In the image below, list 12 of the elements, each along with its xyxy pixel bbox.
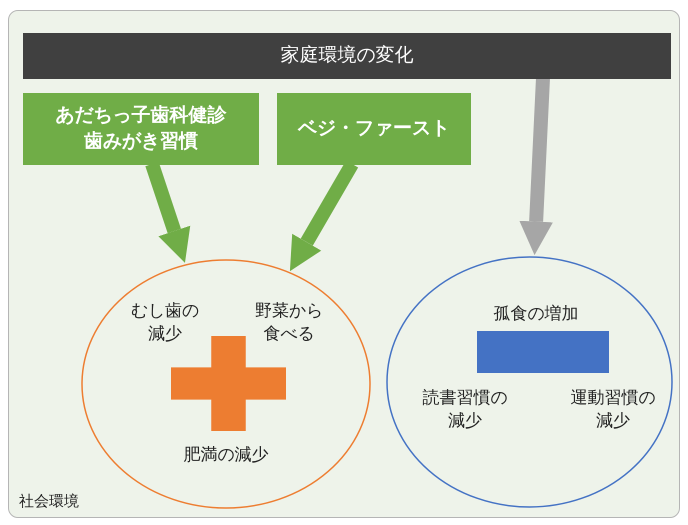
panel-title: 社会環境 <box>19 492 79 511</box>
text-label: 孤食の増加 <box>461 299 611 329</box>
arrow <box>519 78 553 256</box>
heading-bar: 家庭環境の変化 <box>23 33 671 79</box>
program-box: あだちっ子歯科健診歯みがき習慣 <box>23 93 259 165</box>
text-label: 読書習慣の減少 <box>419 383 511 437</box>
text-label: 野菜から食べる <box>253 297 325 349</box>
text-label: 運動習慣の減少 <box>567 383 659 437</box>
text-label: むし歯の減少 <box>129 297 201 349</box>
text-label: 肥満の減少 <box>151 439 301 471</box>
program-box: ベジ・ファースト <box>277 93 471 165</box>
panel-background <box>8 10 680 518</box>
